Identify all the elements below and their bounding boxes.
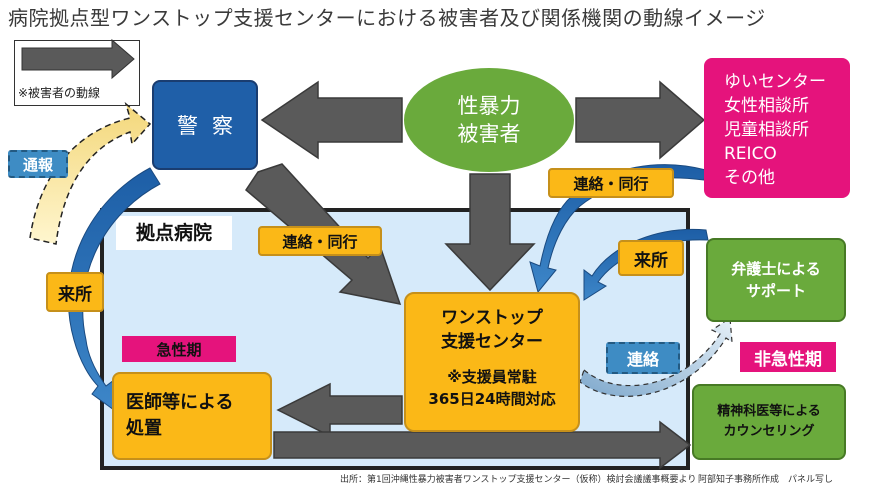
source-note: 出所：第1回沖縄性暴力被害者ワンストップ支援センター（仮称）検討会議議事概要より [340,475,697,485]
arrow-to-counseling [273,420,692,470]
psych-line-1: 精神科医等による [717,404,821,419]
visit-label-right: 来所 [618,240,684,276]
org-line-2: 女性相談所 [724,96,809,116]
lawyer-line-1: 弁護士による [731,260,821,278]
acute-phase-badge: 急性期 [122,336,236,362]
onestop-note-1: ※支援員常駐 [447,368,537,386]
onestop-line-1: ワンストップ [441,308,543,328]
credit-note: 阿部知子事務所作成 パネル写し [698,475,834,485]
org-line-5: その他 [724,168,775,188]
org-line-1: ゆいセンター [724,72,826,92]
victim-node: 性暴力 被害者 [404,68,574,172]
psych-line-2: カウンセリング [723,424,815,439]
arrow-liaison-dashed [579,316,733,397]
legend-label: ※被害者の動線 [18,86,101,100]
contact-accompany-label-left: 連絡・同行 [258,226,382,256]
report-label: 通報 [8,150,68,178]
onestop-line-2: 支援センター [441,332,543,352]
lawyer-support-node: 弁護士による サポート [706,238,846,322]
medical-line-2: 処置 [126,418,162,439]
liaison-label: 連絡 [606,342,680,374]
victim-line-2: 被害者 [457,122,521,146]
visit-label-left: 来所 [46,272,104,312]
counseling-node: 精神科医等による カウンセリング [692,384,846,460]
hospital-label-background [116,216,232,250]
support-organizations-node: ゆいセンター 女性相談所 児童相談所 REICO その他 [704,58,850,198]
legend-arrow [21,38,135,80]
arrow-victim-to-onestop [444,173,536,292]
arrow-victim-to-police [260,80,403,160]
lawyer-line-2: サポート [745,282,806,300]
medical-treatment-node: 医師等による 処置 [112,372,272,460]
contact-accompany-label-right: 連絡・同行 [548,168,674,198]
victim-line-1: 性暴力 [457,94,521,118]
org-line-4: REICO [724,144,777,164]
org-line-3: 児童相談所 [724,120,809,140]
page-title: 病院拠点型ワンストップ支援センターにおける被害者及び関係機関の動線イメージ [8,6,766,30]
police-node: 警察 [152,80,258,170]
onestop-note-2: 365日24時間対応 [428,390,556,408]
arrow-victim-to-center [575,80,706,160]
arrow-onestop-to-medical [276,382,403,438]
onestop-center-node: ワンストップ 支援センター ※支援員常駐 365日24時間対応 [404,292,580,432]
non-acute-phase-badge: 非急性期 [740,342,836,372]
hospital-label: 拠点病院 [135,222,212,244]
medical-line-1: 医師等による [126,392,234,413]
